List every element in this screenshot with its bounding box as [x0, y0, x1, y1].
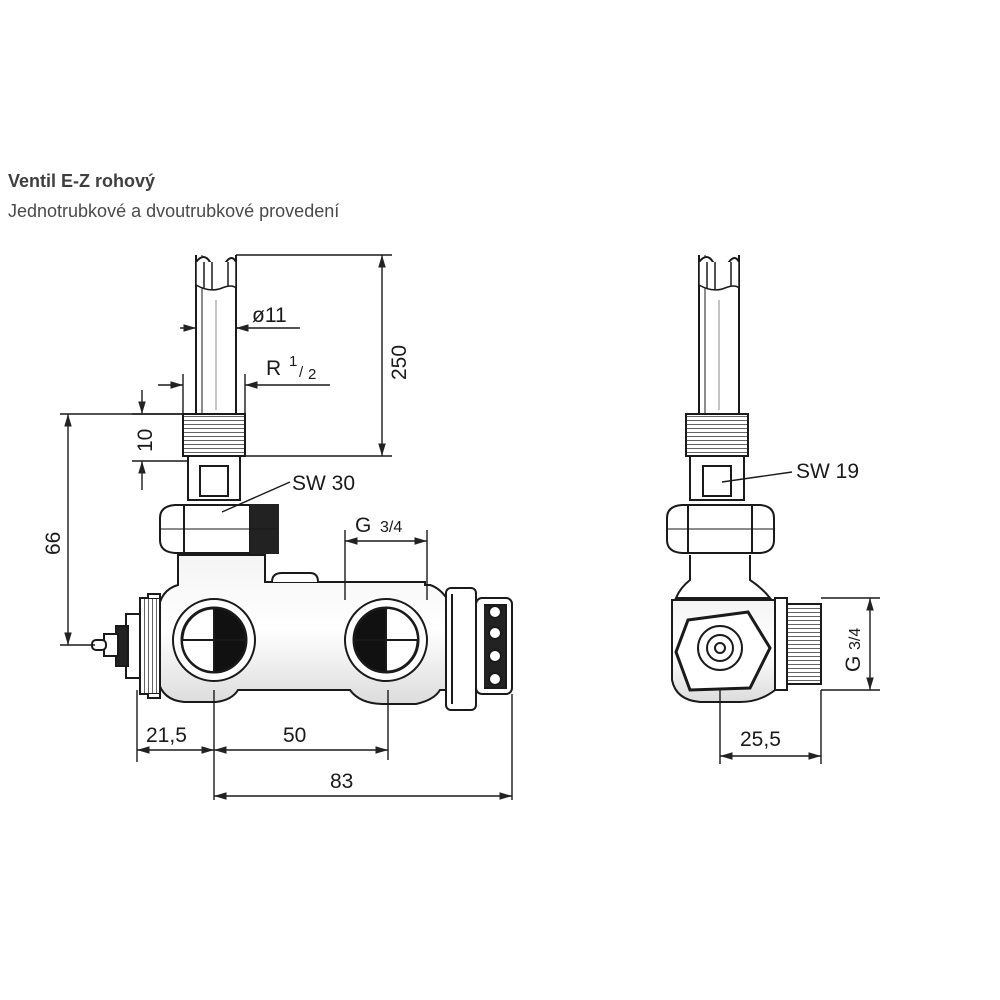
- page-subtitle: Jednotrubkové a dvoutrubkové provedení: [8, 201, 340, 221]
- threaded-section: [182, 413, 246, 457]
- side-view: [666, 255, 822, 703]
- end-cap: [445, 587, 513, 711]
- label-depth: 25,5: [740, 728, 781, 751]
- label-height: 66: [42, 532, 65, 555]
- label-nut-sw30: SW 30: [292, 472, 355, 495]
- hex-nut-sw30: [159, 504, 279, 554]
- label-total-width: 83: [330, 770, 353, 793]
- page-title: Ventil E-Z rohový: [8, 171, 156, 191]
- label-thread-length: 10: [134, 429, 157, 452]
- front-view: [91, 255, 513, 711]
- pipe-front: [195, 255, 237, 415]
- label-nut-sw19: SW 19: [796, 460, 859, 483]
- label-outlet-thread-fraction: 3/4: [380, 519, 402, 536]
- label-thread-r-main: R: [266, 357, 281, 380]
- label-pipe-length: 250: [388, 345, 411, 380]
- label-side-outlet-thread-main: G: [842, 656, 865, 672]
- svg-text:/: /: [299, 364, 304, 381]
- label-pipe-diameter: ø11: [252, 304, 287, 327]
- label-spacing: 50: [283, 724, 306, 747]
- label-outlet-thread-main: G: [355, 514, 371, 537]
- valve-body: [157, 554, 449, 705]
- front-dimensions: [60, 254, 513, 800]
- side-dimensions: [719, 471, 880, 764]
- label-thread-r-den: 2: [308, 366, 316, 383]
- thermostat-connection: [91, 593, 161, 699]
- label-thread-r-num: 1: [289, 353, 297, 370]
- label-side-outlet-thread-fraction: 3/4: [847, 628, 864, 650]
- label-offset-left: 21,5: [146, 724, 187, 747]
